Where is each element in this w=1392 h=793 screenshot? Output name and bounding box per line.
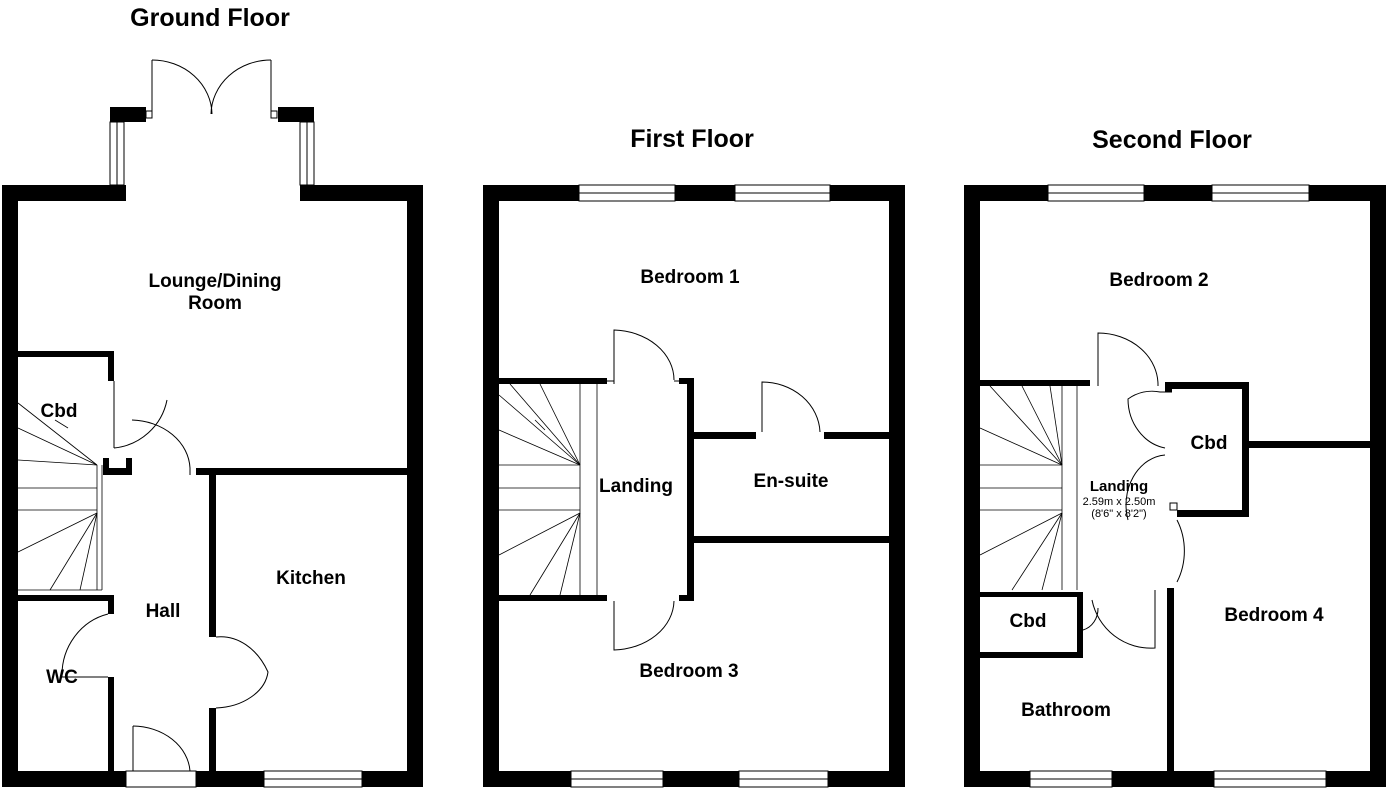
second-internal-doors (1082, 332, 1185, 649)
bay-window-right (299, 121, 315, 186)
room-label-bathroom: Bathroom (1021, 700, 1111, 721)
ground-floor-walls (2, 107, 423, 787)
bedroom1-window-right (734, 184, 831, 202)
bay-window-left (109, 121, 125, 186)
ground-floor-plan: Ground Floor (2, 4, 423, 788)
bedroom3-window-left (570, 770, 664, 788)
second-floor-plan: Second Floor (964, 126, 1386, 788)
room-label-bedroom1: Bedroom 1 (640, 267, 740, 288)
first-floor-title: First Floor (630, 125, 754, 153)
landing-dimension-metric: 2.59m x 2.50m (1083, 496, 1156, 508)
room-label-bedroom4: Bedroom 4 (1224, 605, 1324, 626)
room-label-lounge-line1: Lounge/Dining (149, 271, 282, 292)
second-floor-walls (964, 185, 1386, 787)
front-door (125, 725, 197, 788)
ground-floor-title: Ground Floor (130, 4, 290, 32)
bedroom4-window (1213, 770, 1327, 788)
first-floor-walls (483, 185, 905, 787)
room-label-cbd-upper: Cbd (1191, 433, 1228, 454)
bathroom-window (1029, 770, 1113, 788)
room-label-landing-first: Landing (599, 476, 673, 497)
room-label-cbd: Cbd (41, 401, 78, 422)
bedroom1-window-left (578, 184, 676, 202)
first-staircase (498, 383, 598, 596)
bedroom3-window-right (738, 770, 829, 788)
french-doors (145, 59, 278, 119)
ground-staircase (17, 402, 103, 591)
room-label-bedroom3: Bedroom 3 (639, 661, 738, 682)
first-internal-doors (607, 329, 821, 651)
room-label-cbd-lower: Cbd (1010, 611, 1047, 632)
bedroom2-window-right (1211, 184, 1310, 202)
ground-internal-doors (61, 381, 269, 709)
first-floor-plan: First Floor (483, 125, 905, 788)
landing-dimension-imperial: (8'6" x 8'2") (1091, 508, 1146, 520)
room-label-hall: Hall (146, 601, 181, 622)
bedroom2-window-left (1047, 184, 1145, 202)
room-label-bedroom2: Bedroom 2 (1109, 270, 1208, 291)
room-label-ensuite: En-suite (754, 471, 829, 492)
second-floor-title: Second Floor (1092, 126, 1252, 154)
room-label-landing-second: Landing (1090, 478, 1148, 495)
room-label-lounge-line2: Room (188, 293, 242, 314)
second-staircase (979, 385, 1078, 591)
room-label-kitchen: Kitchen (276, 568, 346, 589)
kitchen-window (263, 770, 363, 788)
room-label-wc: WC (46, 667, 78, 688)
